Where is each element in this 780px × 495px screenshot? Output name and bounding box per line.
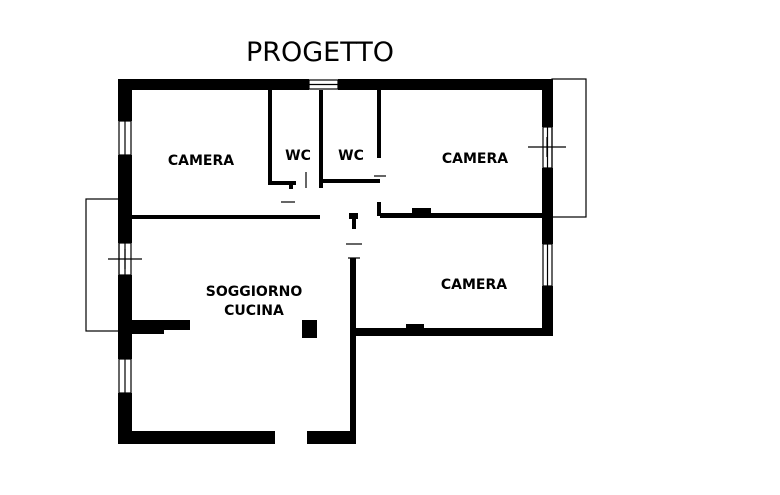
outer-walls xyxy=(118,79,553,444)
room-label-cucina: CUCINA xyxy=(224,303,284,319)
windows xyxy=(118,79,553,394)
plan-title: PROGETTO xyxy=(246,37,394,68)
room-label-camera-bottom-right: CAMERA xyxy=(441,277,507,293)
room-label-camera-top-right: CAMERA xyxy=(442,151,508,167)
room-label-wc-right: WC xyxy=(338,148,364,164)
balcony-right xyxy=(551,78,587,218)
room-label-camera-top-left: CAMERA xyxy=(168,153,234,169)
door-marks xyxy=(108,137,566,269)
balcony-left xyxy=(85,198,120,332)
room-label-soggiorno: SOGGIORNO xyxy=(206,284,303,300)
room-label-wc-left: WC xyxy=(285,148,311,164)
interior-walls xyxy=(132,90,544,338)
